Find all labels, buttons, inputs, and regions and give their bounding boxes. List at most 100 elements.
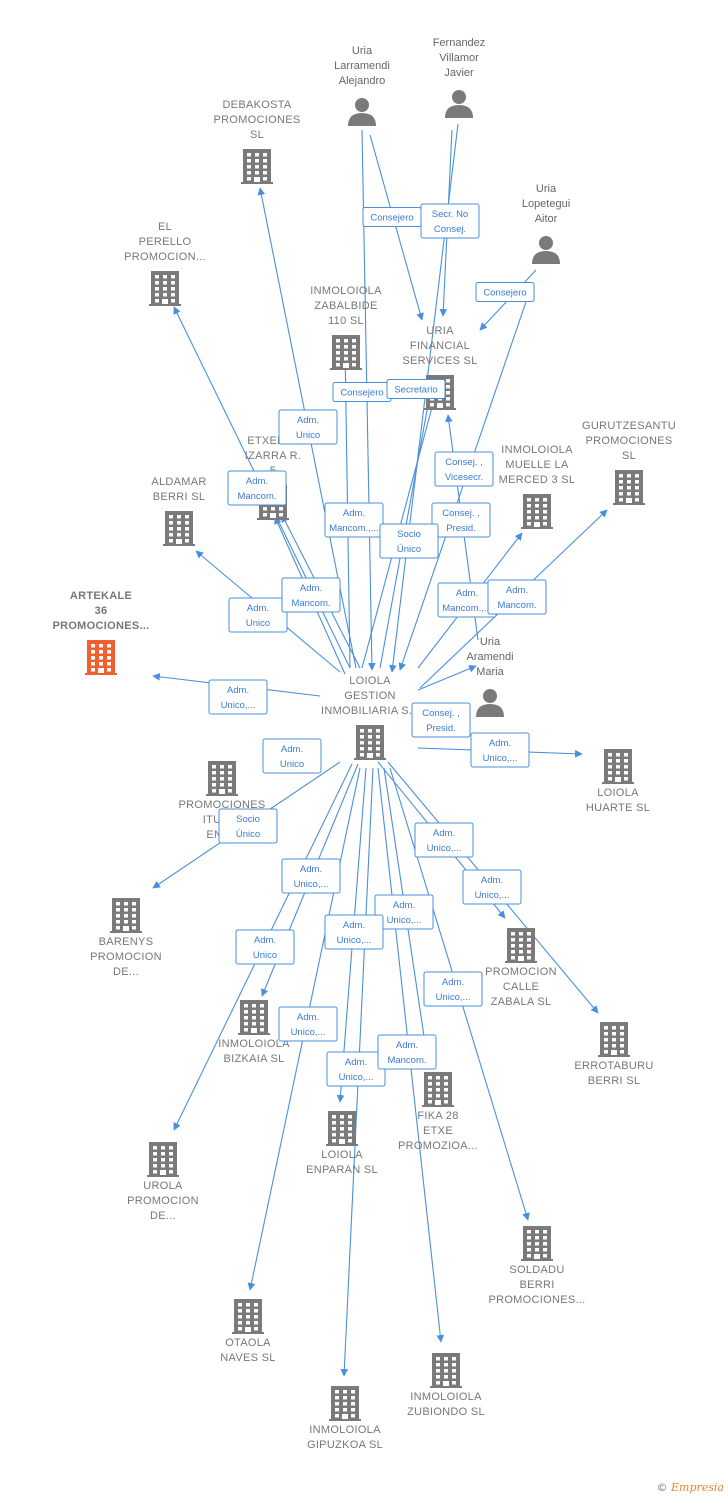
node-label: PERELLO: [139, 236, 192, 248]
edge-label[interactable]: Adm.Unico,...: [208, 679, 268, 715]
node-label: DEBAKOSTA: [222, 99, 291, 111]
edge-larramendi-to-uriafin: [369, 134, 424, 321]
edge-label[interactable]: Adm.Mancom.: [487, 579, 547, 615]
edge-label[interactable]: Adm.Unico,...: [326, 1051, 386, 1087]
edge-label-box: [434, 451, 494, 487]
edge-label[interactable]: Adm.Unico: [228, 597, 288, 633]
edge-label-text: Unico,...: [291, 1027, 326, 1038]
node-label: Javier: [444, 67, 474, 79]
edge-label[interactable]: Adm.Unico,...: [414, 822, 474, 858]
edge-label[interactable]: Adm.Unico: [262, 738, 322, 774]
node-label: FINANCIAL: [410, 340, 470, 352]
edge-label-box: [470, 732, 530, 768]
building-icon: [613, 470, 645, 505]
edge-label[interactable]: Consejero: [475, 282, 535, 302]
node-label: ALDAMAR: [151, 476, 206, 488]
node-urola[interactable]: UROLAPROMOCIONDE...: [127, 1142, 199, 1222]
edge-label[interactable]: Consej. ,Presid.: [431, 502, 491, 538]
node-label: 36: [95, 605, 108, 617]
person-icon: [532, 236, 560, 264]
node-artekale[interactable]: ARTEKALE36PROMOCIONES...: [52, 590, 149, 675]
node-soldadu[interactable]: SOLDADUBERRIPROMOCIONES...: [488, 1226, 585, 1306]
node-label: EL: [158, 221, 172, 233]
edge-label-text: Adm.: [481, 875, 503, 886]
edge-label-box: [324, 914, 384, 950]
node-fika[interactable]: FIKA 28ETXEPROMOZIOA...: [398, 1072, 478, 1152]
node-label: PROMOCIONES...: [52, 620, 149, 632]
edge-label[interactable]: Adm.Unico,...: [470, 732, 530, 768]
edge-label[interactable]: Consejero: [332, 382, 392, 402]
edge-label[interactable]: Adm.Mancom.: [281, 577, 341, 613]
edge-label-text: Adm.: [300, 864, 322, 875]
edge-label-text: Mancom.,...: [442, 603, 492, 614]
building-icon: [326, 1111, 358, 1146]
edge-label-text: Adm.: [227, 685, 249, 696]
node-perello[interactable]: EL PERELLO PROMOCION...: [124, 221, 206, 306]
edge-label[interactable]: Adm.Unico,...: [281, 858, 341, 894]
edge-label-text: Unico,...: [339, 1072, 374, 1083]
node-barenys[interactable]: BARENYSPROMOCIONDE...: [90, 898, 162, 978]
edge-label-text: Consej.: [434, 224, 466, 235]
edge-label[interactable]: Adm.Mancom.: [377, 1034, 437, 1070]
node-label: GIPUZKOA SL: [307, 1439, 383, 1451]
edge-label[interactable]: Adm.Mancom.: [227, 470, 287, 506]
node-label: Fernandez: [433, 37, 486, 49]
edge-label[interactable]: Consej. ,Vicesecr.: [434, 451, 494, 487]
node-label: INMOLOIOLA: [310, 285, 382, 297]
edge-label[interactable]: Adm.Unico,...: [324, 914, 384, 950]
edge-label-box: [423, 971, 483, 1007]
edge-aramendi-to-loiola: [417, 665, 477, 691]
edge-label[interactable]: Adm.Mancom.,...: [437, 582, 497, 618]
edge-label-box: [228, 597, 288, 633]
edge-label[interactable]: Adm.Unico,...: [374, 894, 434, 930]
edge-label[interactable]: Consej. , Presid.: [411, 702, 471, 738]
edge-label[interactable]: Secretario: [386, 379, 446, 399]
edge-label-text: Consej. ,: [422, 708, 460, 719]
edge-label[interactable]: Adm.Unico: [278, 409, 338, 445]
edge-label-text: Mancom.: [291, 598, 330, 609]
node-label: ZABALBIDE: [314, 300, 377, 312]
brand-logo[interactable]: Empresia: [671, 1481, 724, 1494]
node-label: Maria: [476, 666, 504, 678]
edge-label-text: Unico,...: [337, 935, 372, 946]
edge-label-box: [377, 1034, 437, 1070]
edge-label-text: Adm.: [254, 935, 276, 946]
edge-label[interactable]: Consejero: [362, 207, 422, 227]
edge-label[interactable]: Adm.Unico,...: [462, 869, 522, 905]
edge-label-box: [462, 869, 522, 905]
edge-label-text: Presid.: [426, 723, 456, 734]
edge-label-text: Unico,...: [387, 915, 422, 926]
edge-label-box: [431, 502, 491, 538]
edge-label-text: Unico,...: [427, 843, 462, 854]
edge-label[interactable]: Adm.Unico,...: [278, 1006, 338, 1042]
edge-label[interactable]: Adm.Mancom.,...: [324, 502, 384, 538]
node-label: Uria: [536, 183, 557, 195]
edge-label[interactable]: Adm.Unico: [235, 929, 295, 965]
edge-label-text: Socio: [236, 814, 260, 825]
edge-label[interactable]: Adm.Unico,...: [423, 971, 483, 1007]
building-icon: [430, 1353, 462, 1388]
node-label: PROMOCIONES...: [488, 1294, 585, 1306]
node-label: PROMOCION...: [124, 251, 206, 263]
